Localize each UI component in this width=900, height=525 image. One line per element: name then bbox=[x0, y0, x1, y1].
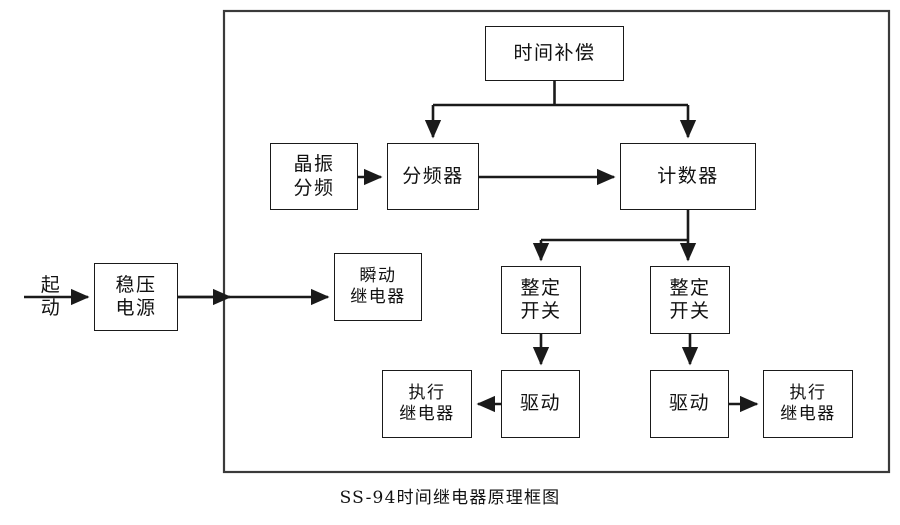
node-label: 驱动 bbox=[519, 392, 561, 415]
node-label: 继电器 bbox=[350, 287, 406, 307]
node-label: 开关 bbox=[669, 300, 711, 322]
node-label: 时间补偿 bbox=[513, 41, 596, 64]
node-label: 分频器 bbox=[402, 164, 464, 187]
node-exec-relay-left[interactable]: 执行 继电器 bbox=[382, 370, 472, 438]
node-label: 开关 bbox=[520, 300, 562, 322]
node-crystal-divider[interactable]: 晶振 分频 bbox=[270, 143, 358, 210]
node-label: 继电器 bbox=[399, 404, 455, 424]
node-frequency-divider[interactable]: 分频器 bbox=[387, 143, 479, 210]
node-label: 稳压 bbox=[115, 273, 157, 296]
node-label: 计数器 bbox=[657, 164, 719, 187]
node-exec-relay-right[interactable]: 执行 继电器 bbox=[763, 370, 853, 438]
node-setting-switch-left[interactable]: 整定 开关 bbox=[501, 266, 581, 334]
node-label: 瞬动 bbox=[359, 266, 397, 287]
node-driver-left[interactable]: 驱动 bbox=[501, 370, 580, 438]
start-label: 起 动 bbox=[36, 254, 66, 340]
start-label-line: 动 bbox=[40, 297, 62, 319]
node-label: 执行 bbox=[789, 383, 827, 404]
node-regulated-power[interactable]: 稳压 电源 bbox=[94, 263, 178, 331]
node-instant-relay[interactable]: 瞬动 继电器 bbox=[334, 253, 422, 321]
node-label: 继电器 bbox=[780, 404, 836, 424]
node-setting-switch-right[interactable]: 整定 开关 bbox=[650, 266, 730, 334]
node-label: 执行 bbox=[408, 383, 446, 404]
node-label: 整定 bbox=[669, 276, 711, 299]
node-label: 驱动 bbox=[668, 392, 710, 415]
diagram-caption: SS-94时间继电器原理框图 bbox=[339, 488, 561, 508]
node-driver-right[interactable]: 驱动 bbox=[650, 370, 729, 438]
node-counter[interactable]: 计数器 bbox=[620, 143, 756, 210]
outer-frame bbox=[222, 9, 891, 474]
node-time-compensation[interactable]: 时间补偿 bbox=[485, 26, 624, 81]
node-label: 分频 bbox=[293, 176, 335, 199]
node-label: 整定 bbox=[520, 276, 562, 299]
start-label-line: 起 bbox=[40, 273, 62, 296]
node-label: 晶振 bbox=[293, 153, 335, 176]
node-label: 电源 bbox=[115, 297, 157, 319]
